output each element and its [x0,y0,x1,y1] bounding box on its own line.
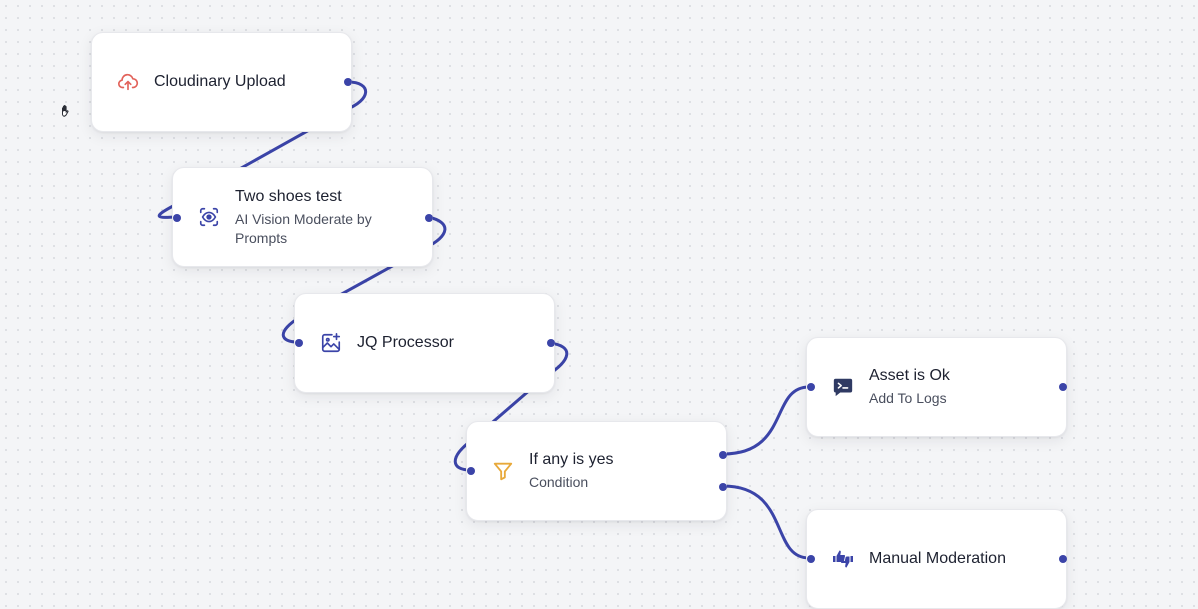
grab-cursor-icon [58,103,74,119]
output-handle[interactable] [1059,555,1067,563]
node-if-any-is-yes[interactable]: If any is yes Condition [466,421,727,521]
input-handle[interactable] [467,467,475,475]
input-handle[interactable] [807,383,815,391]
eye-scan-icon [197,205,221,229]
thumbs-up-down-icon [831,547,855,571]
cloud-upload-icon [116,70,140,94]
node-jq-processor[interactable]: JQ Processor [294,293,555,393]
node-title: If any is yes [529,451,614,468]
node-subtitle: AI Vision Moderate by Prompts [235,210,372,246]
node-title: Cloudinary Upload [154,73,286,90]
node-title: Asset is Ok [869,367,950,384]
input-handle[interactable] [807,555,815,563]
node-subtitle: Add To Logs [869,390,947,406]
node-cloudinary-upload[interactable]: Cloudinary Upload [91,32,352,132]
node-asset-is-ok[interactable]: Asset is Ok Add To Logs [806,337,1067,437]
input-handle[interactable] [295,339,303,347]
node-title: Two shoes test [235,187,342,205]
output-handle-false[interactable] [719,483,727,491]
edge-condition-to-asset-ok[interactable] [721,385,811,456]
output-handle[interactable] [344,78,352,86]
output-handle[interactable] [547,339,555,347]
output-handle[interactable] [425,214,433,222]
edge-condition-to-manual[interactable] [721,484,811,560]
image-sparkle-icon [319,331,343,355]
filter-icon [491,459,515,483]
node-title: Manual Moderation [869,550,1006,567]
output-handle[interactable] [1059,383,1067,391]
terminal-message-icon [831,375,855,399]
node-title: JQ Processor [357,334,454,351]
input-handle[interactable] [173,214,181,222]
node-manual-moderation[interactable]: Manual Moderation [806,509,1067,609]
node-subtitle: Condition [529,474,589,490]
output-handle-true[interactable] [719,451,727,459]
node-two-shoes-test[interactable]: Two shoes test AI Vision Moderate by Pro… [172,167,433,267]
